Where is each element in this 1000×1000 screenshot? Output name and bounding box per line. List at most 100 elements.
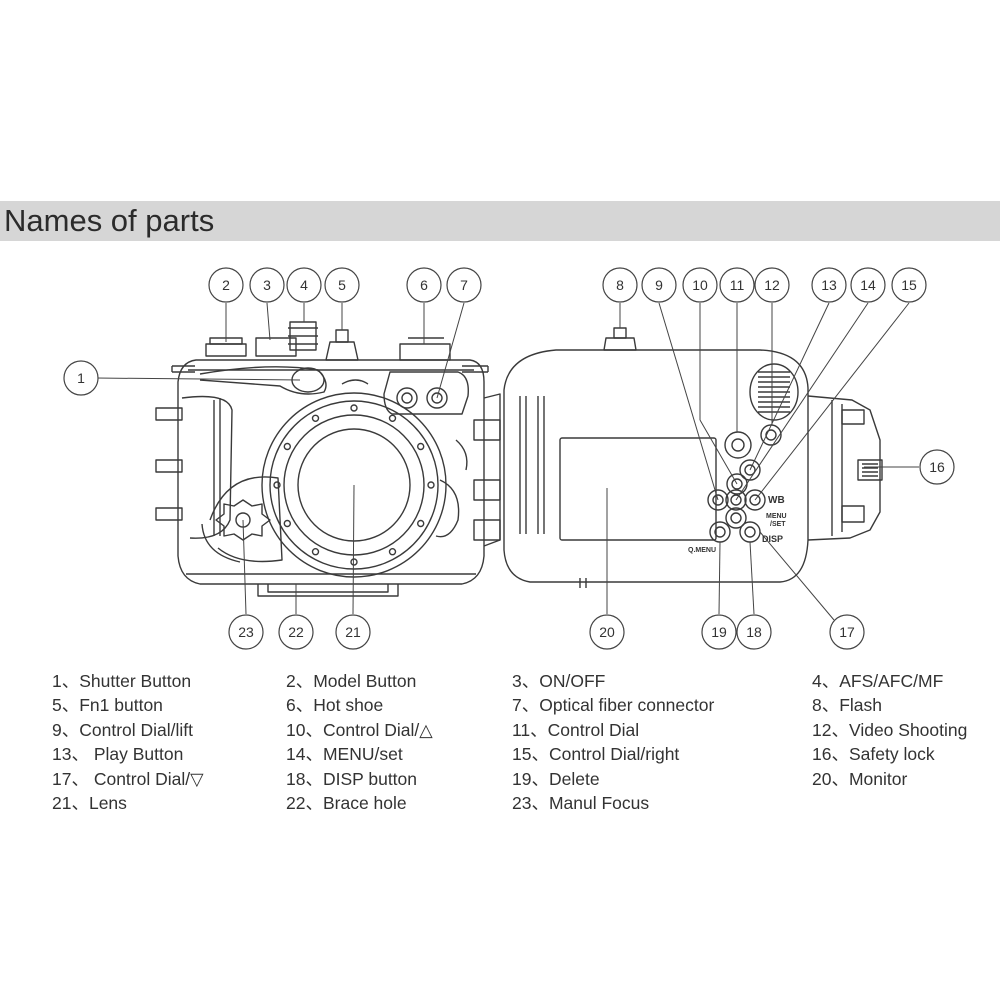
legend-separator: 、 <box>295 695 314 715</box>
legend-part-name: Video Shooting <box>848 720 968 740</box>
callout-number: 3 <box>263 277 271 293</box>
legend-separator: 、 <box>305 769 323 789</box>
callout-circle <box>682 267 718 303</box>
callout-6: 6 <box>406 267 442 303</box>
callout-circle <box>719 267 755 303</box>
callout-5: 5 <box>324 267 360 303</box>
front-housing <box>155 321 489 597</box>
legend-part-name: Brace hole <box>322 793 407 813</box>
bolt <box>417 442 425 451</box>
callout-number: 21 <box>345 624 361 640</box>
legend-item-17: 17、 Control Dial/▽ <box>52 766 204 791</box>
callout-circle <box>446 267 482 303</box>
legend-part-name: Lens <box>88 793 127 813</box>
bolt <box>283 442 291 451</box>
legend-number: 13 <box>52 744 72 764</box>
callout-circle <box>589 614 625 650</box>
callout-number: 5 <box>338 277 346 293</box>
callout-17: 17 <box>829 614 865 650</box>
legend-separator: 、 <box>61 671 80 691</box>
callout-number: 4 <box>300 277 308 293</box>
callout-10: 10 <box>682 267 718 303</box>
legend-item-5: 5、Fn1 button <box>52 692 163 717</box>
legend-separator: 、 <box>530 720 548 740</box>
bolt <box>311 414 320 422</box>
callout-11: 11 <box>719 267 755 303</box>
legend-number: 12 <box>812 720 832 740</box>
legend-part-name: DISP button <box>322 769 418 789</box>
legend-separator: 、 <box>305 720 323 740</box>
bolt <box>388 414 397 422</box>
legend-number: 5 <box>52 695 62 715</box>
legend-number: 1 <box>52 671 62 691</box>
legend-item-11: 11、Control Dial <box>512 717 639 742</box>
legend-separator: 、 <box>521 695 540 715</box>
legend-separator: 、 <box>305 793 323 813</box>
legend-number: 10 <box>286 720 306 740</box>
legend-part-name: Play Button <box>88 744 184 764</box>
legend-part-name: Flash <box>839 695 883 715</box>
legend-item-8: 8、Flash <box>812 692 882 717</box>
hinge <box>473 393 501 547</box>
callout-number: 13 <box>821 277 837 293</box>
bolt <box>388 548 397 556</box>
legend-number: 8 <box>812 695 822 715</box>
bolt <box>350 404 358 412</box>
callout-circle <box>602 267 638 303</box>
legend-item-14: 14、MENU/set <box>286 741 403 766</box>
callout-number: 9 <box>655 277 663 293</box>
legend-item-10: 10、Control Dial/△ <box>286 717 433 742</box>
bolt <box>311 548 320 556</box>
legend-item-12: 12、Video Shooting <box>812 717 967 742</box>
legend-separator: 、 <box>531 793 549 813</box>
callout-circle <box>811 267 847 303</box>
legend-separator: 、 <box>531 744 549 764</box>
legend-part-name: Delete <box>548 769 600 789</box>
legend-number: 6 <box>286 695 296 715</box>
set-label: /SET <box>770 521 786 528</box>
callout-4: 4 <box>286 267 322 303</box>
legend-item-1: 1、Shutter Button <box>52 668 191 693</box>
legend-number: 4 <box>812 671 822 691</box>
callout-circle <box>736 614 772 650</box>
callout-circle <box>63 360 99 396</box>
callout-number: 11 <box>730 277 745 293</box>
legend-item-18: 18、DISP button <box>286 766 417 791</box>
bolt <box>350 558 358 566</box>
legend-separator: 、 <box>305 744 323 764</box>
legend-number: 14 <box>286 744 306 764</box>
legend-part-name: Model Button <box>313 671 417 691</box>
legend-number: 2 <box>286 671 296 691</box>
callout-circle <box>278 614 314 650</box>
legend-item-4: 4、AFS/AFC/MF <box>812 668 943 693</box>
section-title: Names of parts <box>4 203 215 238</box>
legend-part-name: ON/OFF <box>539 671 606 691</box>
legend-separator: 、 <box>821 695 840 715</box>
callout-number: 8 <box>616 277 624 293</box>
callout-3: 3 <box>249 267 285 303</box>
callout-circle <box>850 267 886 303</box>
legend-item-13: 13、 Play Button <box>52 741 183 766</box>
callout-circle <box>919 449 955 485</box>
legend-item-23: 23、Manul Focus <box>512 790 649 815</box>
legend-number: 22 <box>286 793 306 813</box>
legend-number: 11 <box>512 720 531 740</box>
callout-number: 10 <box>692 277 708 293</box>
legend-separator: 、 <box>831 720 849 740</box>
legend-separator: 、 <box>521 671 540 691</box>
callout-circle <box>249 267 285 303</box>
callout-8: 8 <box>602 267 638 303</box>
legend-number: 3 <box>512 671 522 691</box>
legend-separator: 、 <box>71 793 89 813</box>
callout-number: 18 <box>746 624 762 640</box>
legend-number: 16 <box>812 744 832 764</box>
callout-7: 7 <box>446 267 482 303</box>
callout-circle <box>208 267 244 303</box>
legend-part-name: Shutter Button <box>79 671 192 691</box>
callout-number: 17 <box>839 624 855 640</box>
callout-number: 22 <box>288 624 304 640</box>
callout-23: 23 <box>228 614 264 650</box>
callout-circle <box>286 267 322 303</box>
